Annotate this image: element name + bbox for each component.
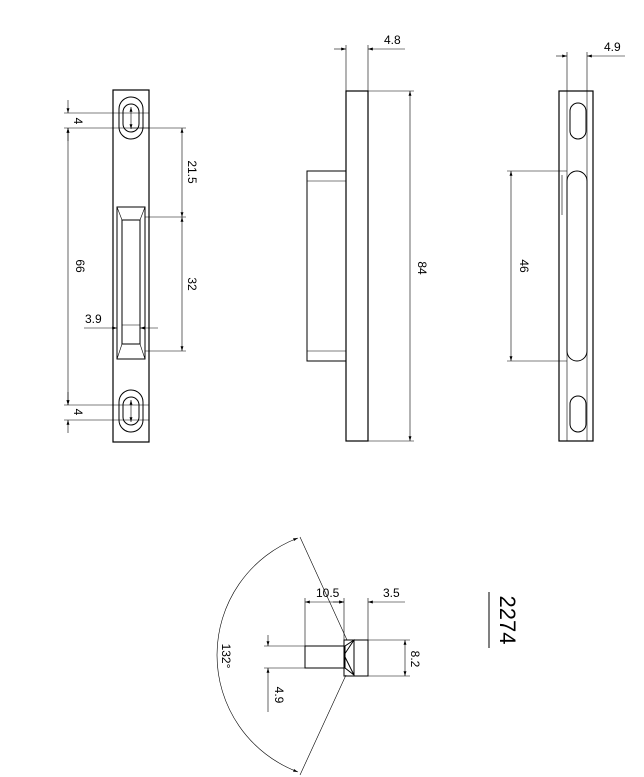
back-top-slot bbox=[569, 102, 587, 140]
front-view: 4 66 4 21.5 32 3.9 bbox=[64, 89, 199, 443]
back-latch-recess bbox=[566, 170, 588, 362]
bottom-screw-slot bbox=[118, 389, 144, 433]
dim-section-depth: 10.5 bbox=[316, 586, 340, 600]
dim-back-length: 46 bbox=[517, 259, 531, 273]
dim-front-slot-len: 32 bbox=[185, 277, 199, 291]
side-plate-outline bbox=[345, 90, 369, 442]
dim-front-slot-top: 4 bbox=[71, 118, 85, 125]
section-angle-arc bbox=[216, 537, 299, 773]
back-plate-outline bbox=[558, 90, 594, 442]
side-latch-body bbox=[306, 170, 347, 362]
back-view: 4.9 46 bbox=[507, 40, 625, 442]
part-number: 2274 bbox=[495, 596, 520, 645]
side-view: 4.8 84 bbox=[306, 33, 429, 442]
latch-window bbox=[116, 206, 146, 360]
front-plate-outline bbox=[112, 89, 150, 443]
dim-side-thickness: 4.8 bbox=[384, 33, 401, 47]
part-number-block: 2274 bbox=[488, 592, 520, 648]
dim-section-height: 8.2 bbox=[408, 651, 422, 668]
section-latch-profile bbox=[304, 639, 355, 677]
top-screw-slot bbox=[118, 96, 144, 140]
dim-side-length: 84 bbox=[415, 261, 429, 275]
dim-back-thickness: 4.9 bbox=[604, 40, 621, 54]
top-screw-slot-inner bbox=[122, 103, 140, 133]
dim-front-slot-width: 3.9 bbox=[85, 312, 102, 326]
dim-front-slot-bottom: 4 bbox=[71, 409, 85, 416]
dim-section-width: 3.5 bbox=[383, 586, 400, 600]
dim-front-top-gap: 21.5 bbox=[185, 160, 199, 184]
dim-section-angle: 132° bbox=[219, 644, 233, 669]
dim-front-total: 66 bbox=[73, 259, 87, 273]
section-plate bbox=[343, 639, 369, 677]
section-view: 132° 10.5 3.5 8.2 4.9 bbox=[216, 536, 422, 776]
back-bottom-slot bbox=[569, 395, 587, 433]
bottom-screw-slot-inner bbox=[122, 396, 140, 426]
dim-section-lip: 4.9 bbox=[272, 687, 286, 704]
